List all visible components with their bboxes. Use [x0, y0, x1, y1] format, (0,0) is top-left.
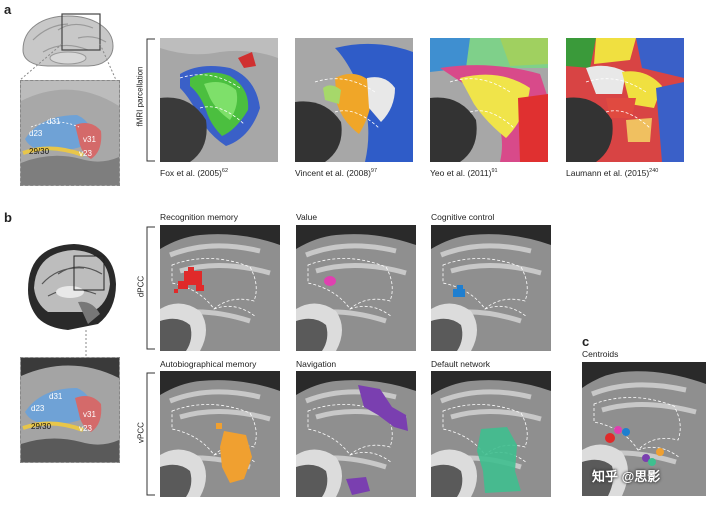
- centroid-recognition: [605, 433, 615, 443]
- watermark: 知乎 @思影: [592, 469, 661, 484]
- activation-navigation-upper: [358, 385, 408, 431]
- label-d23: d23: [29, 129, 43, 138]
- inset-b: d31 d23 v31 29/30 v23: [20, 357, 120, 463]
- row-label-dpcc: dPCC: [136, 275, 146, 298]
- label-b-v23: v23: [79, 424, 92, 433]
- centroid-cognitive: [622, 428, 630, 436]
- panel-b-letter: b: [4, 210, 12, 225]
- mri-centroids: [582, 362, 706, 496]
- label-b-v31: v31: [83, 410, 96, 419]
- head-thumbnail-b: [18, 240, 118, 332]
- activation-autobio: [220, 431, 252, 483]
- title-recognition: Recognition memory: [160, 212, 238, 222]
- mri-recognition: [160, 225, 280, 351]
- activation-default: [477, 427, 521, 493]
- caption-laumann-ref: 240: [649, 168, 659, 175]
- title-centroids: Centroids: [582, 349, 619, 359]
- mri-default: [431, 371, 551, 497]
- mri-cognitive: [431, 225, 551, 351]
- parcellation-yeo: [430, 38, 548, 162]
- brain-thumbnail-a: [18, 10, 118, 72]
- caption-fox-text: Fox et al. (2005): [160, 168, 222, 178]
- centroid-navigation: [642, 454, 650, 462]
- row-label-vpcc: vPCC: [136, 422, 146, 443]
- label-b-29-30: 29/30: [31, 422, 52, 431]
- label-29-30: 29/30: [29, 147, 50, 156]
- caption-fox-ref: 62: [221, 168, 229, 175]
- title-value: Value: [296, 212, 318, 222]
- caption-vincent-text: Vincent et al. (2008): [295, 168, 371, 178]
- title-navigation: Navigation: [296, 359, 337, 369]
- caption-yeo-ref: 91: [491, 168, 498, 175]
- label-b-d31: d31: [49, 392, 63, 401]
- label-v23: v23: [79, 149, 92, 158]
- activation-navigation-lower: [346, 477, 370, 495]
- label-b-d23: d23: [31, 404, 45, 413]
- mri-value: [296, 225, 416, 351]
- parcellation-vincent: [295, 38, 413, 162]
- caption-laumann: Laumann et al. (2015)240: [566, 168, 658, 178]
- title-autobio: Autobiographical memory: [160, 359, 257, 369]
- panel-a-letter: a: [4, 2, 12, 17]
- activation-value: [324, 276, 336, 286]
- caption-laumann-text: Laumann et al. (2015): [566, 168, 650, 178]
- mri-navigation: [296, 371, 416, 497]
- activation-recognition: [174, 267, 204, 293]
- label-v31: v31: [83, 135, 96, 144]
- caption-yeo: Yeo et al. (2011)91: [430, 168, 498, 178]
- centroid-value: [614, 426, 622, 434]
- label-d31: d31: [47, 117, 61, 126]
- parcellation-laumann: [566, 38, 684, 162]
- centroid-default: [648, 458, 656, 466]
- title-default: Default network: [431, 359, 491, 369]
- caption-fox: Fox et al. (2005)62: [160, 168, 228, 178]
- inset-a: d31 d23 v31 29/30 v23: [20, 80, 120, 186]
- centroid-autobio: [656, 448, 664, 456]
- row-label-fmri: fMRI parcellation: [135, 66, 145, 127]
- activation-autobio-spot: [216, 423, 222, 429]
- activation-cognitive: [453, 289, 465, 297]
- caption-vincent: Vincent et al. (2008)97: [295, 168, 377, 178]
- parcellation-fox: [160, 38, 278, 162]
- caption-vincent-ref: 97: [370, 168, 378, 175]
- mri-autobio: [160, 371, 280, 497]
- caption-yeo-text: Yeo et al. (2011): [430, 168, 492, 178]
- panel-c-letter: c: [582, 334, 590, 349]
- activation-cognitive-top: [457, 285, 463, 289]
- title-cognitive: Cognitive control: [431, 212, 495, 222]
